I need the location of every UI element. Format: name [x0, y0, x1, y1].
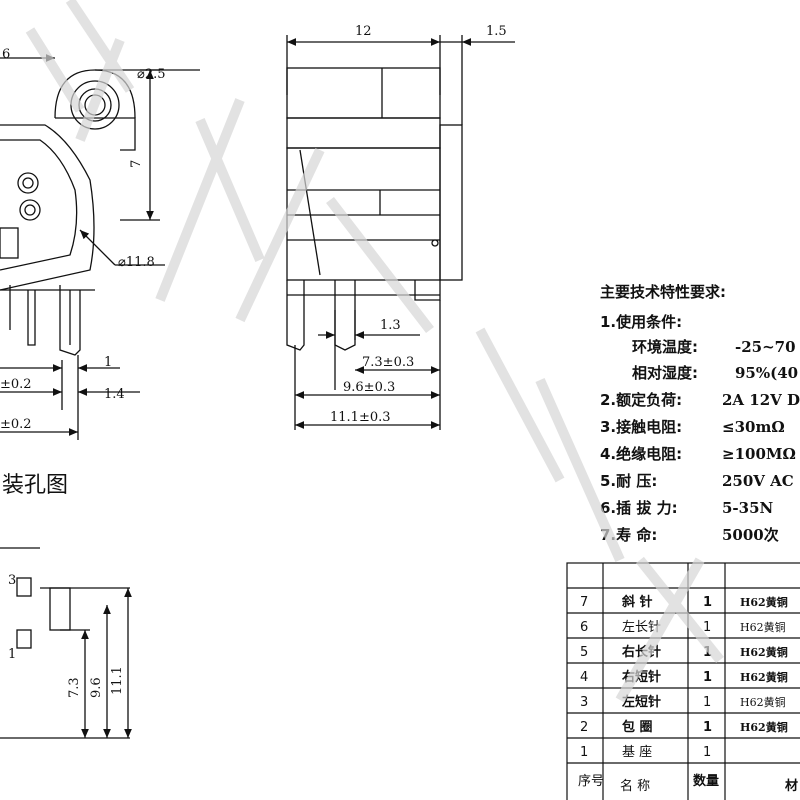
spec-value-7: 250V AC: [722, 472, 794, 490]
side-dim-73: 7.3±0.3: [362, 355, 414, 370]
bom-name-1: 基 座: [622, 745, 652, 760]
side-dim-pin: 1.3: [380, 318, 401, 333]
spec-value-4: 2A 12V D: [722, 391, 800, 409]
spec-value-8: 5-35N: [722, 499, 774, 517]
side-dim-flange: 1.5: [486, 24, 507, 39]
spec-label-6: 4.绝缘电阻:: [600, 445, 682, 463]
bom-name-3: 左短针: [622, 694, 661, 710]
front-dim-b: 1: [104, 355, 112, 370]
bom-qty-2: 1: [703, 720, 712, 735]
pcb-dim-73: 7.3: [67, 677, 82, 698]
bom-no-1: 1: [580, 745, 588, 760]
bom-qty-4: 1: [703, 670, 712, 685]
bom-no-7: 7: [580, 595, 588, 610]
bom-qty-7: 1: [703, 595, 712, 610]
bom-mat-2: H62黄铜: [740, 720, 788, 734]
bom-mat-5: H62黄铜: [740, 645, 788, 659]
spec-label-7: 5.耐 压:: [600, 472, 657, 490]
spec-value-5: ≤30mΩ: [722, 418, 785, 436]
side-view: [286, 35, 515, 430]
bom-qty-6: 1: [703, 620, 711, 635]
bom-no-4: 4: [580, 670, 588, 685]
pcb-pin1: 1: [8, 647, 16, 662]
specs-block: 主要技术特性要求: 1.使用条件: 环境温度: -25~70 相对湿度: 95%…: [600, 283, 800, 544]
front-dim-hole: ⌀2.5: [137, 67, 166, 82]
pcb-dim-96: 9.6: [89, 677, 104, 698]
bom-mat-3: H62黄铜: [740, 695, 786, 709]
spec-label-3: 相对湿度:: [632, 364, 698, 382]
front-view: [0, 54, 200, 440]
side-dim-111: 11.1±0.3: [330, 410, 391, 425]
side-dim-width: 12: [355, 24, 372, 39]
specs-title: 主要技术特性要求:: [600, 283, 726, 301]
pcb-pin3: 3: [8, 573, 16, 588]
front-dim-height: 7: [129, 160, 144, 168]
bom-qty-5: 1: [703, 645, 712, 660]
side-dim-96: 9.6±0.3: [343, 380, 395, 395]
bom-no-6: 6: [580, 620, 588, 635]
spec-label-8: 6.插 拔 力:: [600, 499, 678, 517]
spec-value-3: 95%(40: [735, 364, 798, 382]
bom-header-mat: 材: [785, 778, 798, 794]
bom-name-6: 左长针: [622, 620, 661, 635]
pcb-title: 装孔图: [2, 473, 68, 498]
bom-name-7: 斜 针: [621, 594, 653, 610]
bom-no-3: 3: [580, 695, 588, 710]
spec-label-4: 2.额定负荷:: [600, 391, 682, 409]
front-dim-d: ±0.2: [0, 417, 32, 432]
bom-name-2: 包 圈: [622, 719, 653, 735]
bom-header-qty: 数量: [693, 773, 719, 789]
bom-rows: 7 斜 针 1 H62黄铜 6 左长针 1 H62黄铜 5 右长针 1 H62黄…: [578, 594, 798, 794]
pcb-layout: [0, 547, 132, 739]
spec-value-9: 5000次: [722, 526, 779, 544]
spec-label-5: 3.接触电阻:: [600, 418, 682, 436]
bom-qty-3: 1: [703, 695, 711, 710]
bom-no-2: 2: [580, 720, 588, 735]
front-dim-c: 1.4: [104, 387, 125, 402]
spec-value-6: ≥100MΩ: [722, 445, 796, 463]
bom-table: [566, 562, 800, 800]
front-dim-a: ±0.2: [0, 377, 32, 392]
spec-label-2: 环境温度:: [632, 338, 698, 356]
bom-mat-4: H62黄铜: [740, 670, 788, 684]
spec-label-1: 1.使用条件:: [600, 313, 682, 331]
spec-value-2: -25~70: [735, 338, 796, 356]
pcb-dim-111: 11.1: [110, 666, 125, 695]
bom-header-name: 名 称: [620, 778, 650, 794]
bom-header-no: 序号: [578, 774, 604, 789]
watermark: [25, 0, 724, 703]
front-dim-body: ⌀11.8: [118, 255, 155, 270]
front-dim-top: 6: [2, 47, 10, 62]
bom-qty-1: 1: [703, 745, 711, 760]
bom-no-5: 5: [580, 645, 588, 660]
bom-mat-7: H62黄铜: [740, 595, 788, 609]
bom-mat-6: H62黄铜: [740, 620, 786, 634]
